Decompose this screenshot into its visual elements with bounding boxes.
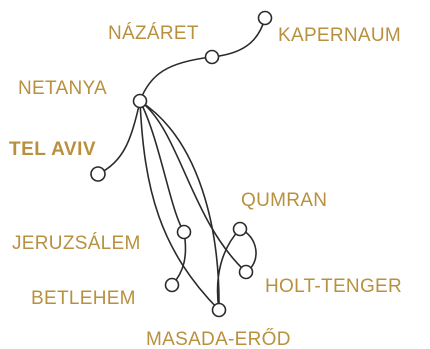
stop-kapernaum bbox=[257, 10, 273, 26]
route-netanya-holttenger bbox=[139, 100, 247, 273]
route-netanya-jeruzsalem bbox=[139, 100, 185, 233]
label-betlehem: BETLEHEM bbox=[31, 288, 136, 309]
label-nazaret: NÁZÁRET bbox=[108, 23, 199, 44]
label-kapernaum: KAPERNAUM bbox=[278, 25, 401, 46]
route-qumran-masada bbox=[216, 228, 241, 311]
label-jeruzsalem: JERUZSÁLEM bbox=[12, 233, 141, 254]
route-telaviv-netanya bbox=[97, 100, 141, 175]
stop-betlehem bbox=[164, 277, 180, 293]
stop-netanya bbox=[132, 93, 148, 109]
label-tel-aviv: TEL AVIV bbox=[9, 139, 96, 160]
route-netanya-nazaret bbox=[139, 56, 213, 102]
stop-masada bbox=[211, 302, 227, 318]
route-nazaret-kapernaum bbox=[211, 17, 266, 58]
label-qumran: QUMRAN bbox=[241, 190, 327, 211]
stop-tel-aviv bbox=[90, 166, 106, 182]
stop-nazaret bbox=[204, 49, 220, 65]
route-netanya-masada-a bbox=[139, 100, 220, 311]
stop-holt-tenger bbox=[238, 264, 254, 280]
label-netanya: NETANYA bbox=[18, 78, 107, 99]
stop-jeruzsalem bbox=[176, 224, 192, 240]
stop-qumran bbox=[232, 221, 248, 237]
label-masada: MASADA-ERŐD bbox=[146, 328, 291, 349]
label-holt-tenger: HOLT-TENGER bbox=[265, 276, 402, 297]
